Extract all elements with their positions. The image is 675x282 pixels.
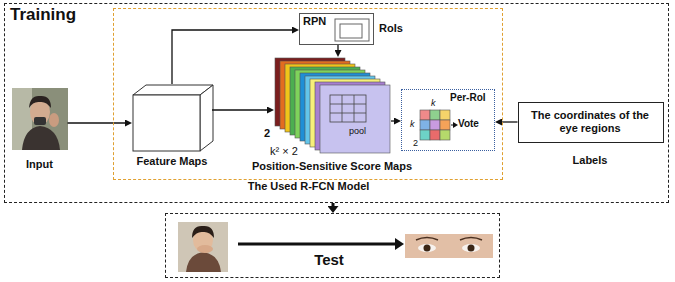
connector-arrow: [172, 30, 292, 84]
test-arrowhead: [395, 238, 404, 250]
block-annotation: RoIs: [379, 22, 403, 35]
test-arrow: [238, 243, 396, 246]
grid-cell: [420, 110, 430, 120]
dimension-label: 2: [264, 127, 270, 140]
block-caption: Feature Maps: [112, 155, 232, 168]
grid-cell: [430, 120, 440, 130]
image-caption: Input: [0, 158, 80, 171]
connector-arrow: [502, 121, 518, 122]
score-slice: [320, 85, 390, 153]
cube-side: [200, 85, 213, 151]
frame-heading: Test: [289, 251, 369, 269]
test-photo: [178, 222, 228, 272]
dimension-label: 2: [413, 138, 418, 149]
input-image: Input: [12, 88, 68, 150]
connector-arrow: [391, 120, 394, 121]
photo-ground: [12, 88, 68, 150]
frame-heading: Training: [10, 5, 76, 25]
roi-grid: [330, 113, 366, 114]
roi-grid: [354, 95, 355, 122]
connector-arrow: [332, 203, 335, 206]
dimension-label: k: [410, 119, 415, 130]
input-photo: [12, 88, 68, 150]
labels-box: The coordinates of the eye regionsLabels: [518, 102, 664, 143]
iris: [468, 245, 475, 252]
connector-arrow: [337, 45, 338, 50]
rpn-box: RPNRoIs: [299, 13, 374, 45]
photo-mask: [34, 117, 46, 125]
frame-caption: The Used R-FCN Model: [159, 180, 459, 193]
eye: [462, 244, 480, 252]
grid-cell: [430, 130, 440, 140]
roi-rect: [335, 19, 369, 41]
dimension-label: k² × 2: [270, 145, 298, 158]
photo-hand: [197, 245, 213, 253]
roi-rect: [340, 24, 362, 38]
iris: [424, 245, 431, 252]
eyebrow: [460, 238, 482, 241]
connector-arrow: [212, 109, 267, 110]
test-frame: Test: [165, 213, 500, 278]
photo-hair: [192, 226, 214, 238]
operation-label: pool: [349, 126, 366, 137]
roi-grid: [330, 104, 366, 105]
feature-maps: Feature Maps: [132, 84, 212, 150]
vote-arrowhead: [453, 122, 458, 128]
cube-top: [133, 85, 213, 95]
model-frame: Feature MapsRPNRoIsPosition-Sensitive Sc…: [113, 8, 503, 180]
roi-box: [330, 95, 366, 122]
score-map-stack: [275, 58, 390, 153]
vote-arrow: [451, 124, 453, 125]
grid-cell: [440, 130, 450, 140]
eyebrow: [416, 238, 438, 241]
block-caption: Position-Sensitive Score Maps: [232, 160, 432, 173]
grid-cell: [440, 110, 450, 120]
block-title: Per-RoI: [450, 92, 486, 104]
cube-front: [133, 95, 200, 151]
block-caption: Labels: [519, 154, 662, 167]
step-text: Vote: [458, 118, 479, 130]
pooled-roi: [330, 95, 366, 122]
photo-ground: [405, 234, 493, 258]
block-title: RPN: [303, 15, 326, 28]
photo-hand: [49, 113, 59, 127]
feature-cube: [133, 85, 213, 151]
grid-cell: [420, 130, 430, 140]
dimension-label: k: [431, 98, 436, 109]
connector-arrow: [68, 122, 126, 123]
eyes-photo: [405, 234, 493, 258]
grid-cell: [440, 120, 450, 130]
photo-body: [22, 126, 60, 150]
grid-cell: [430, 110, 440, 120]
vote-grid: [420, 110, 450, 140]
training-frame: Feature MapsRPNRoIsPosition-Sensitive Sc…: [4, 3, 669, 203]
eye: [418, 244, 436, 252]
score-maps: Position-Sensitive Score Maps: [274, 57, 391, 152]
grid-cell: [420, 120, 430, 130]
photo-ground: [178, 222, 228, 272]
roi-grid: [342, 95, 343, 122]
photo-body: [186, 252, 221, 272]
label-text: The coordinates of the eye regions: [523, 109, 658, 135]
photo-hair: [29, 96, 51, 108]
